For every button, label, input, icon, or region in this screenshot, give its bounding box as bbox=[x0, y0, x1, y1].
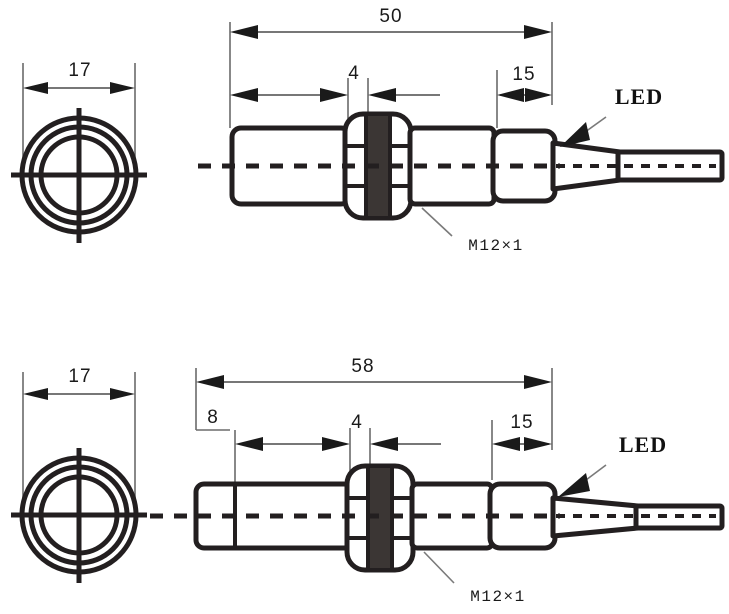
arrow-left-50 bbox=[230, 25, 258, 39]
top-side-view: 50 4 15 bbox=[198, 6, 725, 255]
arrow-led-callout bbox=[558, 473, 590, 497]
arrow-led-callout bbox=[560, 122, 590, 147]
dim-label-4-top: 4 bbox=[348, 63, 360, 84]
arrow-left-17 bbox=[23, 82, 48, 94]
arrow-left-thread-bottom bbox=[235, 437, 263, 451]
dim-label-4-bottom: 4 bbox=[351, 412, 363, 433]
dim-label-17-top: 17 bbox=[68, 60, 91, 81]
arrow-left-thread bbox=[230, 88, 258, 102]
cable bbox=[615, 149, 725, 183]
bottom-view: 17 58 8 bbox=[11, 356, 725, 606]
arrow-right-thread bbox=[320, 88, 348, 102]
arrow-right-thread-bottom bbox=[322, 437, 350, 451]
arrow-left-58 bbox=[196, 375, 224, 389]
bottom-side-view: 58 8 4 15 bbox=[150, 356, 725, 606]
arrow-right-58 bbox=[524, 375, 552, 389]
dim-label-15-bottom: 15 bbox=[510, 412, 533, 433]
bottom-end-view-circular: 17 bbox=[11, 366, 147, 583]
middle-circle bbox=[28, 464, 130, 566]
led-callout-label: LED bbox=[619, 432, 667, 457]
dim-label-58: 58 bbox=[351, 356, 374, 377]
dim-label-15-top: 15 bbox=[512, 64, 535, 85]
arrow-4-bottom bbox=[370, 437, 398, 451]
top-view: 17 50 bbox=[11, 6, 725, 255]
middle-circle bbox=[28, 124, 130, 226]
arrow-right-15 bbox=[525, 88, 552, 102]
outer-circle bbox=[19, 115, 139, 235]
arrow-right-17 bbox=[110, 388, 135, 400]
top-end-view-circular: 17 bbox=[11, 60, 147, 243]
arrow-left-15 bbox=[497, 88, 524, 102]
leader-thread-callout bbox=[421, 207, 453, 237]
arrow-4 bbox=[368, 88, 396, 102]
dim-label-17-bottom: 17 bbox=[68, 366, 91, 387]
arrow-left-15-bottom bbox=[492, 437, 520, 451]
arrow-left-17 bbox=[23, 388, 48, 400]
dim-label-8: 8 bbox=[207, 407, 219, 428]
arrow-right-17 bbox=[110, 82, 135, 94]
leader-thread-callout bbox=[423, 551, 455, 584]
thread-callout-label: M12×1 bbox=[468, 237, 524, 255]
dim-label-50: 50 bbox=[379, 6, 402, 27]
led-callout-label: LED bbox=[615, 84, 663, 109]
arrow-right-50 bbox=[524, 25, 552, 39]
outer-circle bbox=[19, 455, 139, 575]
thread-callout-label: M12×1 bbox=[470, 588, 526, 606]
arrow-right-15-bottom bbox=[524, 437, 552, 451]
